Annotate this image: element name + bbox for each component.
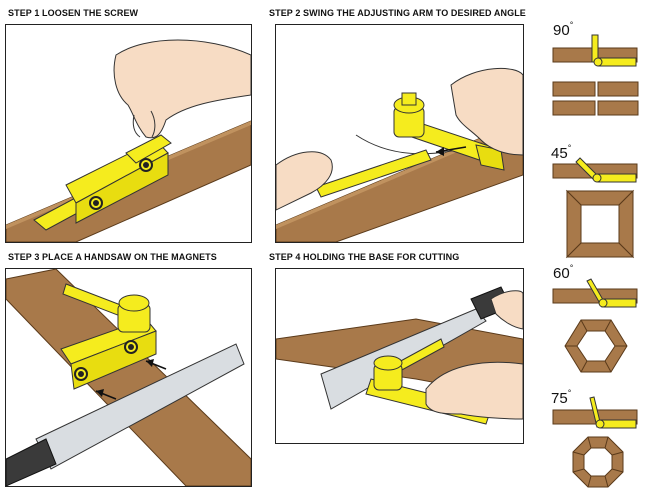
frame-side — [618, 189, 634, 259]
step-4-title: STEP 4 HOLDING THE BASE FOR CUTTING — [269, 252, 460, 262]
step-4-panel — [275, 268, 524, 444]
angle-label-75: 75° — [551, 388, 572, 407]
angle-unit: ° — [567, 143, 572, 153]
angle-label-60: 60° — [553, 263, 574, 282]
step-2-title: STEP 2 SWING THE ADJUSTING ARM TO DESIRE… — [269, 8, 526, 18]
step-3-panel — [5, 268, 252, 487]
angle-label-90: 90° — [553, 20, 574, 39]
saw-handle — [6, 438, 57, 486]
example-60 — [552, 278, 638, 373]
hand-icon — [450, 67, 523, 156]
angle-unit: ° — [569, 263, 574, 273]
hand-icon — [113, 39, 251, 139]
step-3-illustration — [6, 269, 251, 486]
step-1-title: STEP 1 LOOSEN THE SCREW — [8, 8, 139, 18]
example-90 — [552, 34, 639, 116]
angle-value: 60 — [553, 265, 570, 282]
step-1-illustration — [6, 39, 251, 242]
angle-value: 75 — [551, 390, 568, 407]
step-3-title: STEP 3 PLACE A HANDSAW ON THE MAGNETS — [8, 252, 217, 262]
angle-value: 45 — [551, 145, 568, 162]
angle-unit: ° — [569, 20, 574, 30]
hand-icon — [490, 290, 523, 330]
angle-unit: ° — [567, 388, 572, 398]
step-4-illustration — [276, 286, 523, 425]
angle-label-45: 45° — [551, 143, 572, 162]
step-1-panel — [5, 24, 252, 243]
angle-value: 90 — [553, 22, 570, 39]
frame-side — [566, 189, 582, 259]
example-45 — [552, 157, 638, 259]
wood-board — [6, 269, 251, 486]
step-2-panel — [275, 24, 524, 243]
hand-icon — [276, 151, 333, 211]
example-75 — [552, 396, 638, 488]
adjusting-arm — [315, 149, 432, 198]
hand-icon — [425, 361, 523, 420]
step-2-illustration — [276, 67, 523, 242]
